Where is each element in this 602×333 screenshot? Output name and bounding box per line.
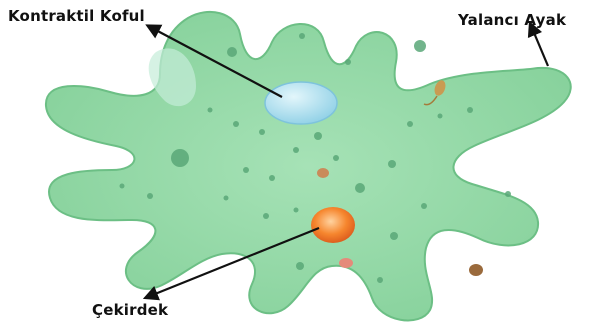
label-contractile-vacuole: Kontraktil Koful: [8, 7, 145, 25]
nucleus: [311, 207, 355, 243]
label-pseudopod: Yalancı Ayak: [458, 11, 566, 29]
contractile-vacuole: [265, 82, 337, 124]
label-nucleus: Çekirdek: [92, 301, 168, 319]
arrow-pseudopod: [532, 28, 548, 66]
amoeba-body: [46, 12, 571, 321]
